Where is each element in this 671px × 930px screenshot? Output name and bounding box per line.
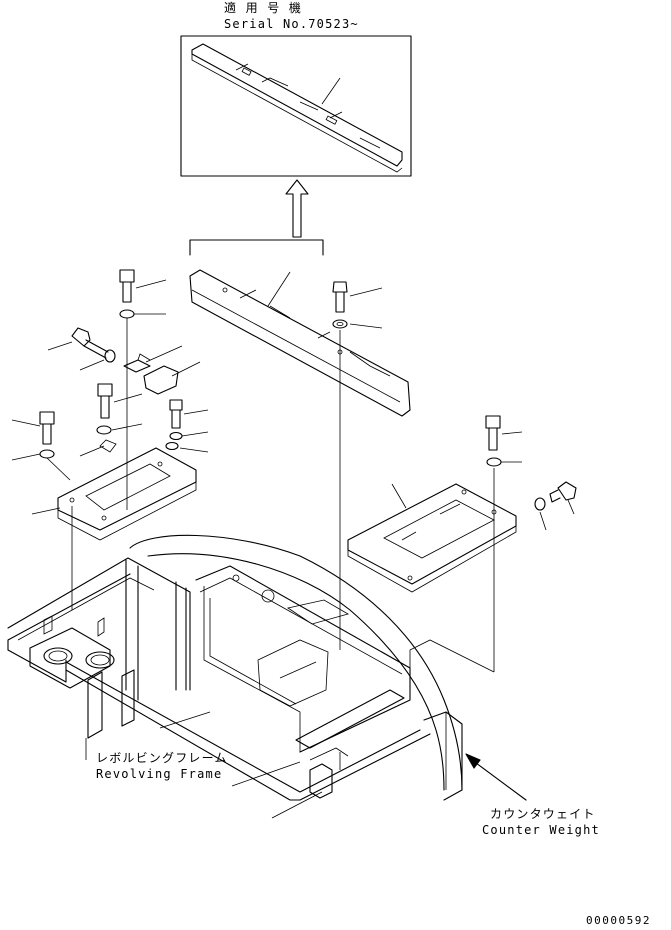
label-revolving-frame-en: Revolving Frame bbox=[96, 767, 222, 781]
inset-box-alternate-plate bbox=[180, 35, 412, 177]
up-arrow-icon bbox=[285, 179, 309, 238]
serial-note-en: Serial No.70523~ bbox=[224, 17, 359, 31]
right-plate-assembly bbox=[347, 415, 577, 700]
label-revolving-frame-jp: レボルビングフレーム bbox=[96, 751, 228, 765]
label-counter-weight-en: Counter Weight bbox=[482, 823, 600, 837]
serial-note-jp: 適 用 号 機 bbox=[224, 0, 302, 15]
counter-weight-arrow-icon bbox=[465, 753, 527, 801]
revolving-frame bbox=[7, 534, 463, 819]
label-counter-weight-jp: カウンタウェイト bbox=[490, 807, 596, 821]
drawing-number: 00000592 bbox=[586, 914, 651, 927]
bolt-middle-right bbox=[332, 281, 383, 650]
middle-plate bbox=[189, 269, 411, 417]
leader-line bbox=[321, 77, 341, 105]
bracket-line bbox=[189, 239, 324, 256]
left-bracket-assembly bbox=[11, 269, 209, 610]
